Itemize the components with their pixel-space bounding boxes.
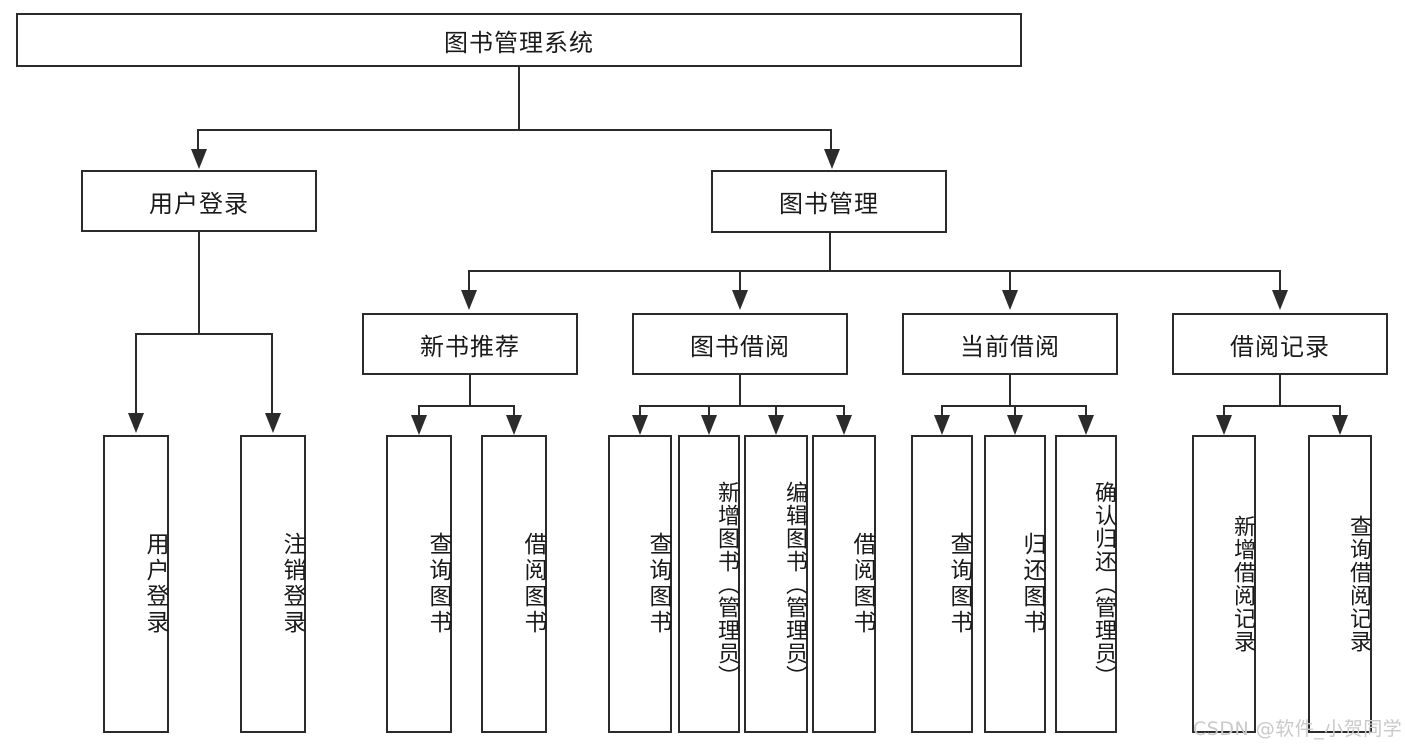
leaf-edit-book-admin[interactable]: 编辑图书（管理员）: [744, 435, 808, 733]
connector-records-to-leaf-2: [1339, 405, 1341, 417]
connector-newbook-bus: [418, 405, 515, 407]
connector-book-mgmt-to-borrow: [739, 270, 741, 292]
connector-current-to-leaf-3: [1085, 405, 1087, 417]
csdn-watermark: CSDN @软件_小贺同学: [1193, 718, 1403, 740]
node-root-system[interactable]: 图书管理系统: [16, 13, 1022, 67]
node-book-borrow[interactable]: 图书借阅: [632, 313, 848, 375]
connector-borrow-to-leaf-4: [843, 405, 845, 417]
arrow-book-mgmt-to-newbook: [461, 290, 477, 310]
connector-root-stem: [518, 67, 520, 130]
arrow-root-to-user-login: [191, 149, 207, 169]
connector-user-login-stem: [198, 232, 200, 334]
connector-records-to-leaf-1: [1223, 405, 1225, 417]
arrow-borrow-to-leaf-1: [632, 415, 648, 435]
leaf-add-borrow-record[interactable]: 新增借阅记录: [1192, 435, 1256, 733]
arrow-newbook-to-leaf-2: [506, 415, 522, 435]
arrow-records-to-leaf-1: [1216, 415, 1232, 435]
connector-book-mgmt-to-current: [1009, 270, 1011, 292]
leaf-query-book-borrow[interactable]: 查询图书: [608, 435, 672, 733]
connector-borrow-to-leaf-2: [708, 405, 710, 417]
connector-records-bus: [1223, 405, 1340, 407]
arrow-current-to-leaf-3: [1078, 415, 1094, 435]
node-current-borrow[interactable]: 当前借阅: [902, 313, 1118, 375]
leaf-query-book-current[interactable]: 查询图书: [911, 435, 973, 733]
node-new-book-recommend[interactable]: 新书推荐: [362, 313, 578, 375]
leaf-add-book-admin[interactable]: 新增图书（管理员）: [678, 435, 740, 733]
node-book-management[interactable]: 图书管理: [711, 170, 947, 233]
arrow-user-login-to-leaf-2: [265, 413, 281, 433]
connector-book-mgmt-stem: [829, 233, 831, 271]
arrow-newbook-to-leaf-1: [411, 415, 427, 435]
connector-current-to-leaf-2: [1014, 405, 1016, 417]
connector-current-bus: [941, 405, 1086, 407]
connector-book-mgmt-to-newbook: [468, 270, 470, 292]
connector-root-to-book-mgmt: [830, 129, 832, 151]
connector-root-bus: [197, 129, 831, 131]
leaf-confirm-return-admin[interactable]: 确认归还（管理员）: [1055, 435, 1117, 733]
leaf-borrow-book-newbook[interactable]: 借阅图书: [481, 435, 547, 733]
connector-root-to-user-login: [197, 129, 199, 151]
connector-book-mgmt-bus: [468, 270, 1280, 272]
connector-book-mgmt-to-records: [1279, 270, 1281, 292]
node-borrow-records[interactable]: 借阅记录: [1172, 313, 1388, 375]
arrow-book-mgmt-to-records: [1272, 290, 1288, 310]
arrow-borrow-to-leaf-3: [768, 415, 784, 435]
connector-newbook-to-leaf-1: [418, 405, 420, 417]
arrow-book-mgmt-to-borrow: [732, 290, 748, 310]
arrow-root-to-book-mgmt: [824, 149, 840, 169]
connector-user-login-bus: [135, 333, 271, 335]
leaf-user-login[interactable]: 用户登录: [103, 435, 169, 733]
leaf-query-borrow-record[interactable]: 查询借阅记录: [1308, 435, 1372, 733]
leaf-return-book[interactable]: 归还图书: [984, 435, 1046, 733]
arrow-records-to-leaf-2: [1332, 415, 1348, 435]
connector-borrow-to-leaf-1: [639, 405, 641, 417]
leaf-query-book-newbook[interactable]: 查询图书: [386, 435, 452, 733]
arrow-book-mgmt-to-current: [1002, 290, 1018, 310]
arrow-user-login-to-leaf-1: [128, 413, 144, 433]
arrow-borrow-to-leaf-4: [836, 415, 852, 435]
node-user-login[interactable]: 用户登录: [81, 170, 317, 232]
connector-newbook-to-leaf-2: [513, 405, 515, 417]
connector-newbook-stem: [469, 375, 471, 406]
leaf-user-logout[interactable]: 注销登录: [240, 435, 306, 733]
connector-borrow-bus: [639, 405, 845, 407]
arrow-current-to-leaf-2: [1007, 415, 1023, 435]
connector-current-stem: [1009, 375, 1011, 406]
connector-borrow-stem: [739, 375, 741, 406]
connector-records-stem: [1279, 375, 1281, 406]
connector-current-to-leaf-1: [941, 405, 943, 417]
connector-user-login-to-leaf-2: [271, 333, 273, 415]
arrow-current-to-leaf-1: [934, 415, 950, 435]
arrow-borrow-to-leaf-2: [701, 415, 717, 435]
connector-user-login-to-leaf-1: [135, 333, 137, 415]
connector-borrow-to-leaf-3: [775, 405, 777, 417]
leaf-borrow-book[interactable]: 借阅图书: [812, 435, 876, 733]
